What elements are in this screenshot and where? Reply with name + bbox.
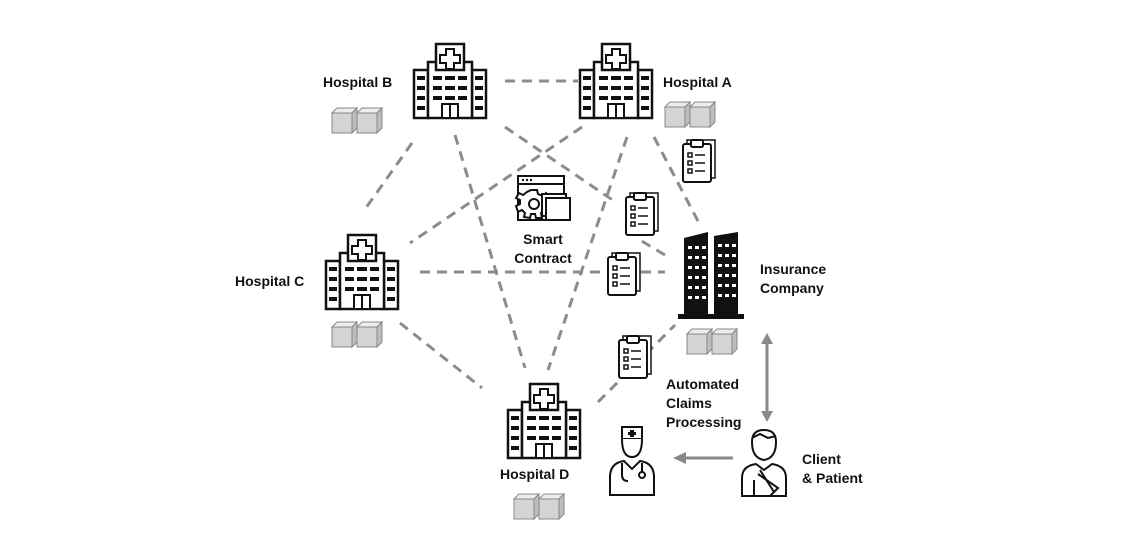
hospital-b-label: Hospital B [323, 74, 393, 90]
clipboard-document-icon [625, 192, 659, 236]
hospital-d-icon [506, 382, 582, 460]
hospital-c-icon [324, 233, 400, 311]
insurance-company-label: Insurance Company [760, 261, 827, 296]
link-b-d [453, 134, 527, 369]
link-contract-insurance [639, 238, 666, 257]
link-c-d [399, 321, 483, 390]
clipboard-document-icon [682, 139, 716, 183]
skyscraper-icon [678, 232, 744, 319]
hospital-b-icon [412, 42, 488, 120]
blockchain-block-icon [331, 321, 383, 348]
hospital-d-label: Hospital D [500, 466, 570, 482]
client-patient-label: Client & Patient [802, 451, 863, 486]
patient-icon [741, 428, 787, 497]
clipboard-document-icon [607, 252, 641, 296]
arrow-insurance-client [761, 333, 773, 422]
blockchain-block-icon [331, 107, 383, 134]
smart-contract-label: Smart Contract [514, 231, 572, 266]
blockchain-block-icon [664, 101, 716, 128]
smart-contract-gear-icon [514, 175, 571, 221]
link-b-c [361, 142, 414, 213]
automated-claims-label: Automated Claims Processing [666, 376, 742, 430]
blockchain-block-icon [513, 493, 565, 520]
hospital-c-label: Hospital C [235, 273, 305, 289]
doctor-icon [609, 426, 655, 496]
arrow-client-doctor [673, 452, 733, 464]
link-b-insurance [504, 125, 618, 205]
hospital-a-icon [578, 42, 654, 120]
hospital-a-label: Hospital A [663, 74, 732, 90]
clipboard-document-icon [618, 335, 652, 379]
link-a-c [409, 125, 583, 245]
blockchain-block-icon [686, 328, 738, 355]
link-a-d [546, 136, 629, 371]
